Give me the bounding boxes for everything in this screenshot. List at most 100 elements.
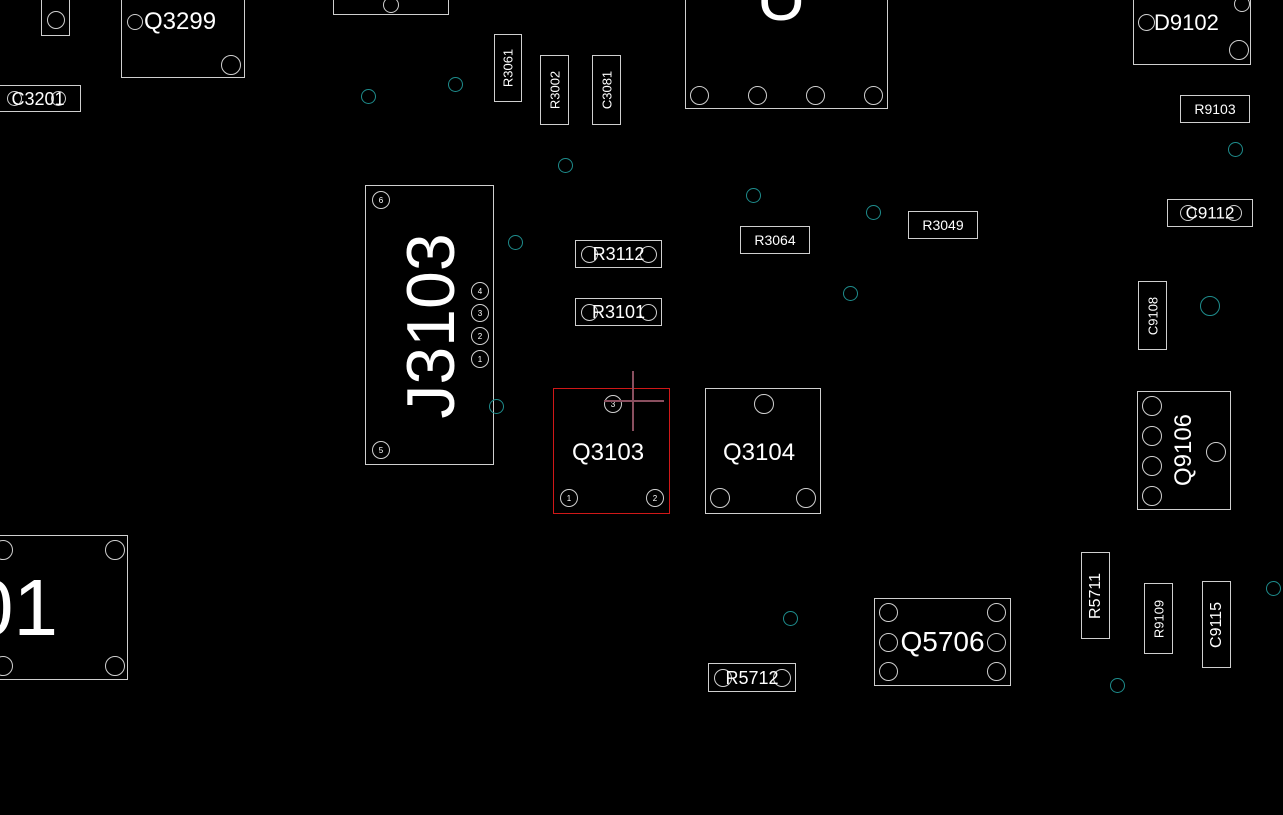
pin-3: 3 (471, 304, 489, 322)
via[interactable] (508, 235, 523, 250)
pad (383, 0, 399, 13)
component-label: C9108 (1145, 296, 1160, 335)
pad (1142, 426, 1162, 446)
component-r3049[interactable]: R3049 (908, 211, 978, 239)
component-j3103[interactable]: 6 J3103 4 3 2 1 5 (365, 185, 494, 465)
component-label: 01 (0, 563, 58, 652)
pad (1142, 396, 1162, 416)
pad (879, 603, 898, 622)
component-u-partial[interactable]: U (685, 0, 888, 109)
component-label: R3112 (592, 244, 645, 264)
pad (1206, 442, 1226, 462)
component-q9106[interactable]: Q9106 (1137, 391, 1231, 510)
pad (1142, 486, 1162, 506)
pad (987, 603, 1006, 622)
pad (0, 540, 13, 560)
via[interactable] (866, 205, 881, 220)
pad (1229, 40, 1249, 60)
component-r9103[interactable]: R9103 (1180, 95, 1250, 123)
pad (640, 246, 657, 263)
crosshair-horizontal (604, 400, 664, 402)
component-r5711[interactable]: R5711 (1081, 552, 1110, 639)
component-label: Q9106 (1170, 413, 1197, 487)
component-label: C9112 (1185, 203, 1235, 223)
partial-component-top[interactable] (333, 0, 449, 15)
pin-4: 4 (471, 282, 489, 300)
via[interactable] (558, 158, 573, 173)
pad (127, 14, 143, 30)
component-r3061[interactable]: R3061 (494, 34, 522, 102)
component-q3103-selected[interactable]: 3 Q3103 1 2 (553, 388, 670, 514)
pin-3: 3 (604, 395, 622, 413)
pad (581, 304, 598, 321)
component-label: R3064 (754, 232, 796, 248)
component-c3201[interactable]: C3201 (0, 85, 81, 112)
component-r9109[interactable]: R9109 (1144, 583, 1173, 654)
component-c3081[interactable]: C3081 (592, 55, 621, 125)
component-c9108[interactable]: C9108 (1138, 281, 1167, 350)
component-q3104[interactable]: Q3104 (705, 388, 821, 514)
component-r3101[interactable]: R3101 (575, 298, 662, 326)
component-r3064[interactable]: R3064 (740, 226, 810, 254)
pad (640, 304, 657, 321)
component-label: C3201 (11, 88, 65, 109)
pad (221, 55, 241, 75)
via[interactable] (1266, 581, 1281, 596)
via[interactable] (1200, 296, 1220, 316)
pad (773, 669, 791, 687)
pad (0, 656, 13, 676)
via[interactable] (361, 89, 376, 104)
via[interactable] (489, 399, 504, 414)
component-label: R9109 (1151, 599, 1166, 638)
pad (1234, 0, 1250, 12)
partial-component-top-left[interactable] (41, 0, 70, 36)
via[interactable] (746, 188, 761, 203)
component-r3002[interactable]: R3002 (540, 55, 569, 125)
pin-2: 2 (646, 489, 664, 507)
pad (806, 86, 825, 105)
pad (7, 91, 22, 106)
component-label: D9102 (1154, 10, 1219, 35)
component-label: U (756, 0, 807, 31)
pad (710, 488, 730, 508)
component-r3112[interactable]: R3112 (575, 240, 662, 268)
pad (1138, 14, 1155, 31)
pin-2: 2 (471, 327, 489, 345)
pad (581, 246, 598, 263)
component-label: C9115 (1207, 601, 1225, 648)
component-q3299[interactable]: Q3299 (121, 0, 245, 78)
pin-5: 5 (372, 441, 390, 459)
pad (879, 662, 898, 681)
component-label: C3081 (599, 70, 614, 110)
pad (987, 633, 1006, 652)
component-d9102[interactable]: D9102 (1133, 0, 1251, 65)
component-label: Q3299 (144, 8, 217, 35)
pad (51, 91, 66, 106)
pad (1142, 456, 1162, 476)
component-label: R5711 (1086, 572, 1104, 619)
component-q5706[interactable]: Q5706 (874, 598, 1011, 686)
partial-component-bottom-left[interactable]: 01 (0, 535, 128, 680)
via[interactable] (843, 286, 858, 301)
pad (796, 488, 816, 508)
component-label: R3061 (500, 48, 516, 88)
pin-6: 6 (372, 191, 390, 209)
component-c9115[interactable]: C9115 (1202, 581, 1231, 668)
component-label: Q3103 (572, 439, 645, 466)
via[interactable] (1110, 678, 1125, 693)
pad (47, 11, 65, 29)
pad (864, 86, 883, 105)
pad (690, 86, 709, 105)
via[interactable] (1228, 142, 1243, 157)
via[interactable] (448, 77, 463, 92)
component-label: R5712 (725, 667, 779, 688)
component-c9112[interactable]: C9112 (1167, 199, 1253, 227)
pin-1: 1 (560, 489, 578, 507)
pin-1: 1 (471, 350, 489, 368)
pad (987, 662, 1006, 681)
pad (748, 86, 767, 105)
via[interactable] (783, 611, 798, 626)
component-r5712[interactable]: R5712 (708, 663, 796, 692)
pad (1226, 205, 1242, 221)
component-label: R3049 (922, 217, 964, 233)
